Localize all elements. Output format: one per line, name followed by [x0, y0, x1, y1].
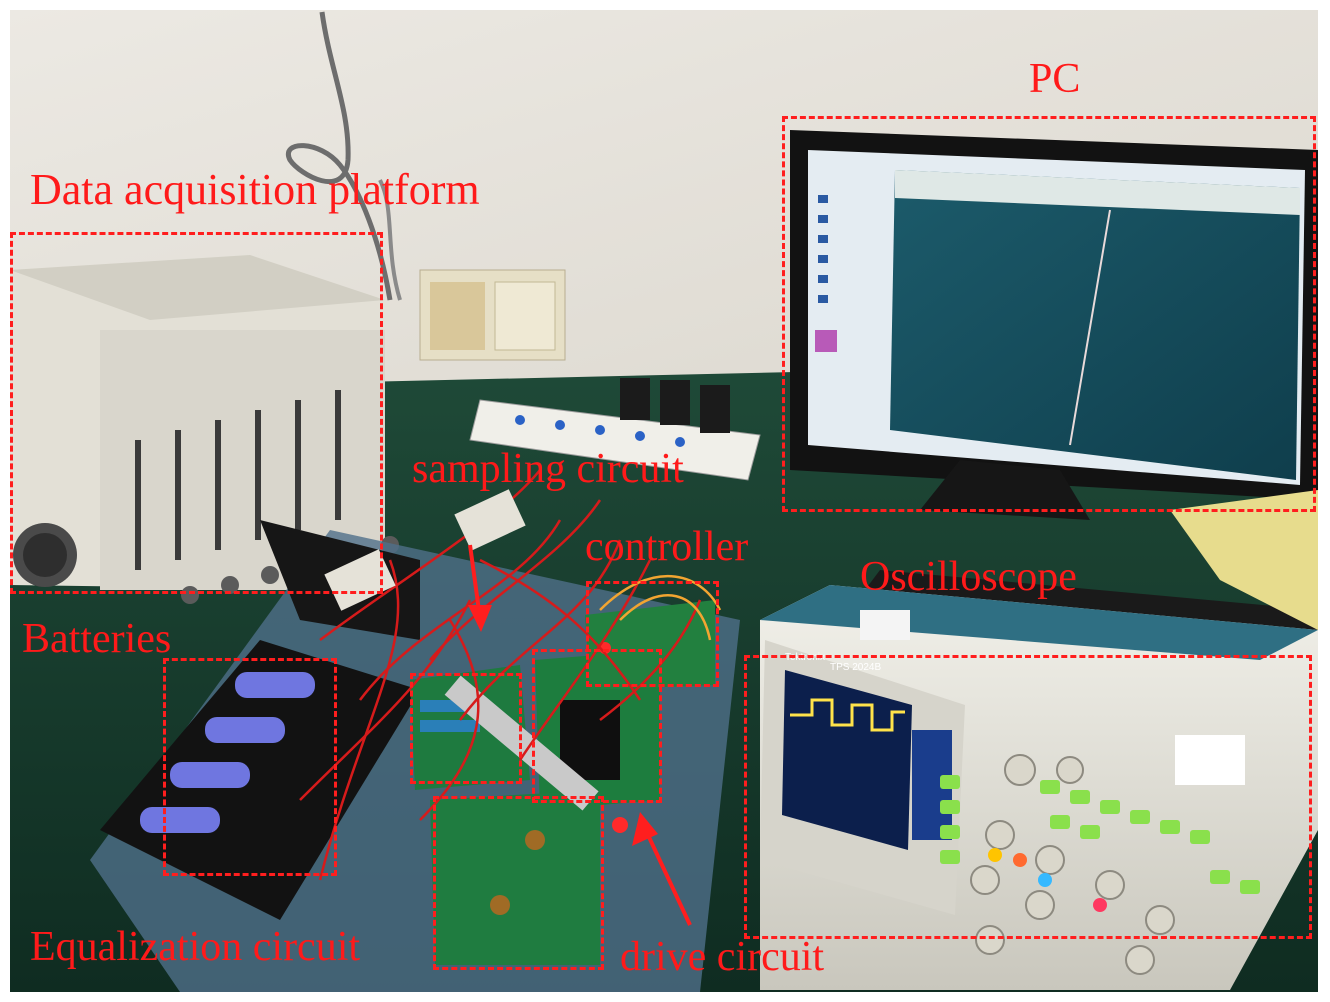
- data-acquisition-box: [10, 232, 383, 594]
- pc-monitor: [790, 130, 1318, 520]
- batteries-box: [163, 658, 337, 876]
- pc-label: PC: [1029, 56, 1081, 102]
- led-indicator: [612, 817, 628, 833]
- drive-circuit-box: [532, 649, 662, 803]
- controller-wiring: [599, 574, 722, 641]
- equalization-circuit-box: [433, 796, 604, 970]
- oscilloscope-device: [760, 585, 1318, 990]
- controller-box: [586, 581, 719, 687]
- battery-tester-device: [10, 255, 399, 604]
- second-power-strip: [1170, 490, 1318, 630]
- controller-label: controller: [585, 524, 749, 570]
- sampling-circuit-box: [410, 673, 522, 784]
- sampling-arrow: [468, 544, 492, 632]
- data-acquisition-label: Data acquisition platform: [30, 165, 480, 214]
- connector-block: [454, 489, 526, 551]
- drive-arrow: [632, 812, 692, 926]
- connector-block-2: [324, 549, 396, 611]
- power-strip: [469, 378, 761, 481]
- scope-model-text: TPS 2024B: [830, 662, 881, 673]
- hanging-cable-2: [378, 179, 402, 301]
- oscilloscope-label: Oscilloscope: [860, 554, 1077, 600]
- oscilloscope-box: [744, 655, 1312, 939]
- pc-box: [782, 116, 1316, 512]
- equalization-circuit-label: Equalization circuit: [30, 924, 361, 970]
- wall-socket: [419, 269, 566, 361]
- hanging-cable: [286, 11, 393, 301]
- sampling-circuit-label: sampling circuit: [412, 446, 684, 492]
- batteries-label: Batteries: [22, 616, 172, 662]
- drive-circuit-label: drive circuit: [620, 934, 825, 980]
